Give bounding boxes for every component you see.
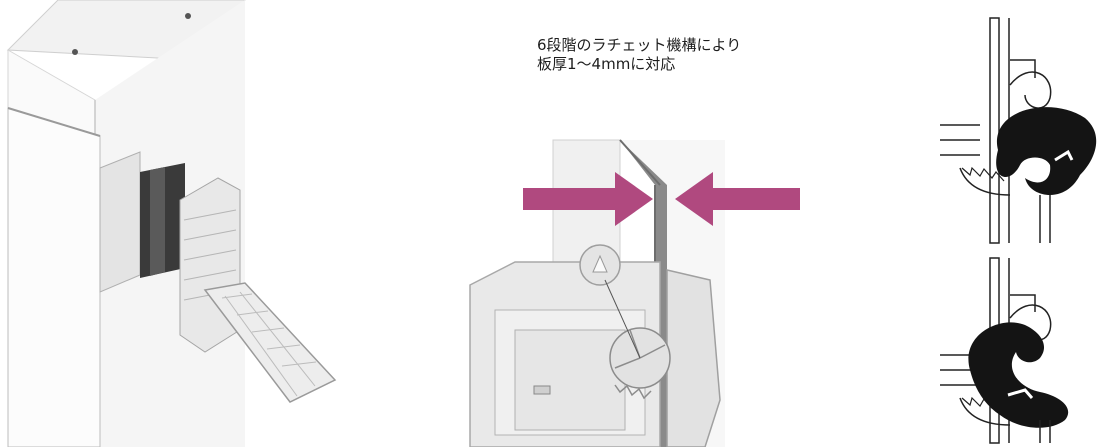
arrow-right-icon xyxy=(523,172,653,226)
enclosure-latch-illustration xyxy=(0,0,380,447)
ratchet-caption: 6段階のラチェット機構により 板厚1〜4mmに対応 xyxy=(537,36,741,74)
caption-line-2: 板厚1〜4mmに対応 xyxy=(537,55,676,73)
ratchet-cross-sections xyxy=(900,0,1110,447)
cross-section-thick-panel xyxy=(940,257,1069,444)
arrow-left-icon xyxy=(675,172,800,226)
clamping-closeup-illustration xyxy=(455,0,825,447)
caption-line-1: 6段階のラチェット機構により xyxy=(537,36,742,54)
cross-section-thin-panel xyxy=(940,17,1097,244)
